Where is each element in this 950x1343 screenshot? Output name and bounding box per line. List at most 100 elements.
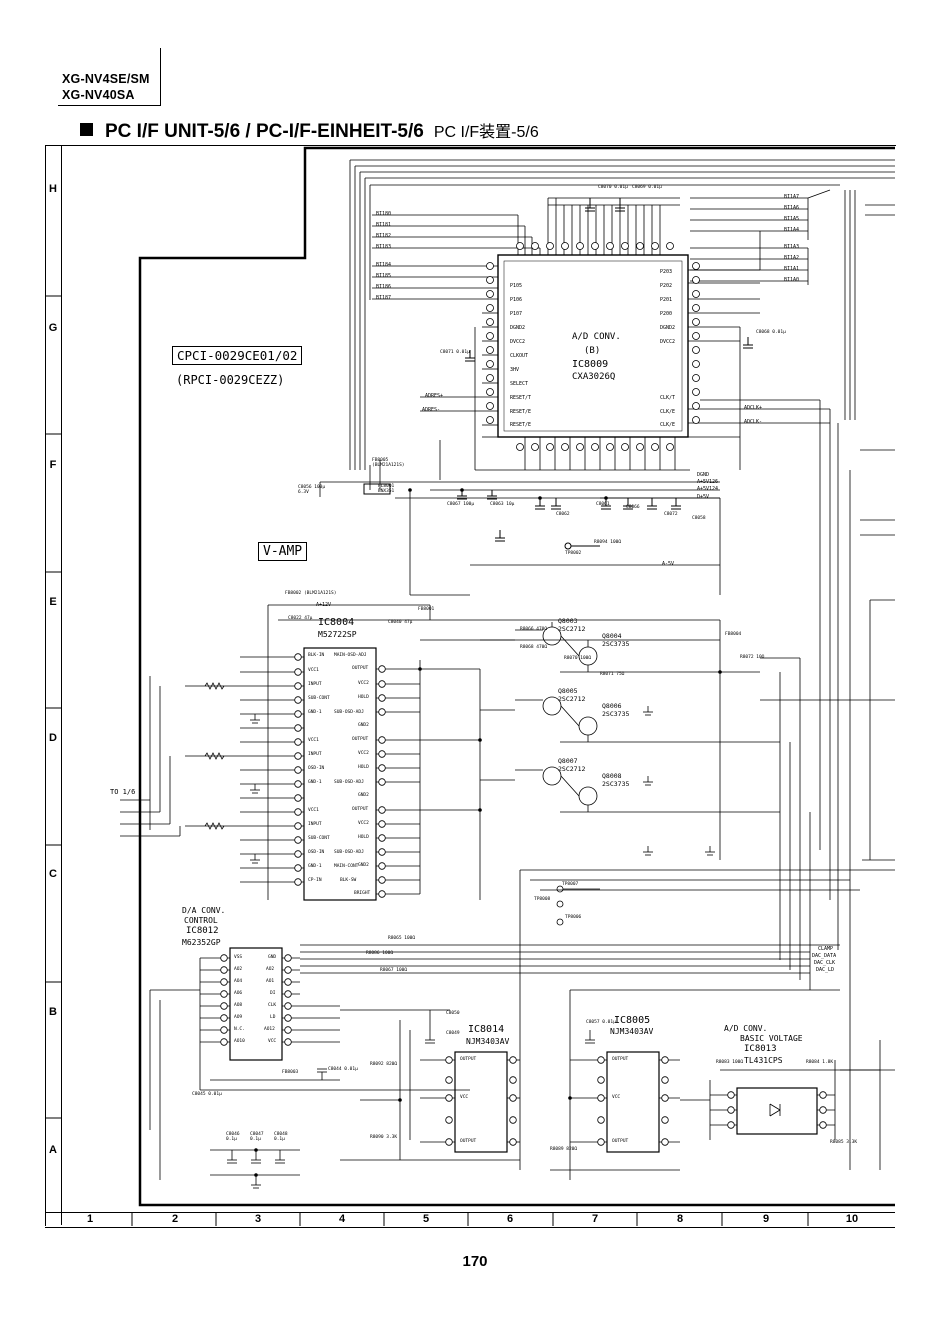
part-c8058: C8058 <box>692 516 706 521</box>
ic8004-pin-m8: SUB-OSD-ADJ <box>334 780 364 785</box>
ic8004-pin-l13: GND-1 <box>308 864 322 869</box>
part-c8045: C8045 0.01µ <box>192 1092 222 1097</box>
part-r8070: R8070 100Ω <box>564 656 592 661</box>
ic8009-pin-r10: CLK/E <box>660 409 676 415</box>
ic8004-pin-r8: OUTPUT <box>352 807 369 812</box>
ic8004-pin-r2: HOLD <box>358 695 369 700</box>
ic8012-pin-l2: AO4 <box>234 979 243 984</box>
ic8009-ref: IC8009 <box>572 359 609 370</box>
row-label-b: B <box>49 1006 57 1018</box>
part-r8066: R8066 470Ω <box>520 627 548 632</box>
ic8004-pin-r10: HOLD <box>358 835 369 840</box>
q8008-ref: Q8008 <box>602 772 622 780</box>
ic8004-pin-l9: VCC1 <box>308 808 319 813</box>
ic8004-pin-r5: VCC2 <box>358 751 369 756</box>
col-label-7: 7 <box>591 1213 599 1225</box>
col-label-6: 6 <box>506 1213 514 1225</box>
ic8012-pin-r7: VCC <box>268 1039 277 1044</box>
q8004-ref: Q8004 <box>602 632 622 640</box>
bus-label-bi187: BI187 <box>376 295 392 301</box>
part-c8063: C8063 10µ <box>490 502 515 507</box>
ic8004-pin-l2: INPUT <box>308 682 322 687</box>
part-c8056: C8056 100µ 6.3V <box>298 485 326 495</box>
part-r8072: R8072 10Ω <box>740 655 765 660</box>
ic8004-pin-m14: MAIN-CONT <box>334 864 359 869</box>
part-c8022: C8022 47µ <box>288 616 313 621</box>
ic8009-pin-r11: CLK/E <box>660 422 676 428</box>
ic8009-pin-r0: P203 <box>660 269 673 275</box>
row-label-f: F <box>49 459 57 471</box>
title-text: PC I/F UNIT-5/6 / PC-I/F-EINHEIT-5/6 <box>105 121 424 142</box>
part-tp8002: TP8002 <box>565 551 582 556</box>
part-tp8007: TP8007 <box>562 882 579 887</box>
board-id-label: CPCI-0029CE01/02 <box>172 346 303 365</box>
ic8009-pin-r2: P201 <box>660 297 673 303</box>
part-c8069: C8069 0.01µ <box>632 185 662 190</box>
col-label-10: 10 <box>845 1213 859 1225</box>
title-jp: PC I/F装置-5/6 <box>433 124 539 141</box>
signal-dac-ld: DAC_LD <box>816 967 835 973</box>
ic8004-ref: IC8004 <box>318 617 355 628</box>
board-alt-id: (RPCI-0029CEZZ) <box>176 373 285 387</box>
col-label-2: 2 <box>171 1213 179 1225</box>
page-number: 170 <box>462 1253 488 1270</box>
bus-label-bi186: BI186 <box>376 284 392 290</box>
part-r8090: R8090 3.3K <box>370 1135 398 1140</box>
ic8009-pin-l11: RESET/E <box>510 422 532 428</box>
model-line-1: XG-NV4SE/SM <box>62 72 150 86</box>
ic8013-desc1: A/D CONV. <box>724 1024 768 1033</box>
ic8004-pin-l7: OSD-IN <box>308 766 325 771</box>
part-r8092: R8092 820Ω <box>370 1062 398 1067</box>
ic8009-pin-l4: DGND2 <box>510 325 526 331</box>
signal-adclk-minus: ADCLK- <box>744 419 763 425</box>
bus-label-bi185: BI185 <box>376 273 392 279</box>
part-c8047: C8047 0.1µ <box>250 1132 264 1142</box>
ic8012-pin-l7: AO10 <box>234 1039 245 1044</box>
part-c8057: C8057 0.01µ <box>586 1020 616 1025</box>
q8006-ref: Q8006 <box>602 702 622 710</box>
bus-label-bi184: BI184 <box>376 262 392 268</box>
ic8004-pin-r7: GND2 <box>358 793 369 798</box>
ic8009-pin-l3: P107 <box>510 311 523 317</box>
ic8004-pin-r13: GND2 <box>358 863 369 868</box>
part-tp8006: TP8006 <box>565 915 582 920</box>
ic8012-pin-l6: N.C. <box>234 1027 245 1032</box>
bus-label-bi1a6: BI1A6 <box>784 205 800 211</box>
signal-clamp: CLAMP <box>818 946 834 952</box>
page-title: PC I/F UNIT-5/6 / PC-I/F-EINHEIT-5/6 PC I… <box>80 118 539 143</box>
ic8009-part: CXA3026Q <box>572 372 616 382</box>
part-r8085: R8085 3.3K <box>830 1140 858 1145</box>
ic8004-pin-r1: VCC2 <box>358 681 369 686</box>
col-label-4: 4 <box>338 1213 346 1225</box>
part-fb8005: FB8005 (BLM21A121S) <box>372 458 405 468</box>
ic8004-part: M52722SP <box>318 630 357 639</box>
col-label-1: 1 <box>86 1213 94 1225</box>
ic8005-pin-vcc: VCC <box>612 1095 621 1100</box>
ic8012-pin-l4: AO8 <box>234 1003 243 1008</box>
bus-label-bi180: BI180 <box>376 211 392 217</box>
ic8014-pin-out1: OUTPUT <box>460 1057 477 1062</box>
ic8004-pin-m4: SUB-OSD-ADJ <box>334 710 364 715</box>
ic8004-pin-r14: BRIGHT <box>354 891 371 896</box>
ic8012-pin-l0: VSS <box>234 955 243 960</box>
ic8012-pin-l3: AO6 <box>234 991 243 996</box>
q8007-part: 2SC2712 <box>558 765 586 773</box>
ic8005-pin-out2: OUTPUT <box>612 1139 629 1144</box>
part-c8071: C8071 0.01µ <box>440 350 470 355</box>
q8006-part: 2SC3735 <box>602 710 630 718</box>
ic8009-pin-l5: DVCC2 <box>510 339 526 345</box>
ic8004-pin-r6: HOLD <box>358 765 369 770</box>
ic8009-pin-r9: CLK/T <box>660 395 676 401</box>
col-label-9: 9 <box>762 1213 770 1225</box>
row-label-e: E <box>49 596 57 608</box>
ic8012-desc2: CONTROL <box>184 916 218 925</box>
ic8009-pin-l10: RESET/E <box>510 409 532 415</box>
bus-label-bi1a3: BI1A3 <box>784 244 800 250</box>
q8004-part: 2SC3735 <box>602 640 630 648</box>
q8003-ref: Q8003 <box>558 617 578 625</box>
ic8013-part: TL431CPS <box>744 1056 783 1065</box>
ic8012-part: M62352GP <box>182 938 221 947</box>
part-fb8002: FB8002 (BLM21A121S) <box>285 591 337 596</box>
bus-label-bi1a1: BI1A1 <box>784 266 800 272</box>
ic8012-pin-r5: LD <box>270 1015 276 1020</box>
